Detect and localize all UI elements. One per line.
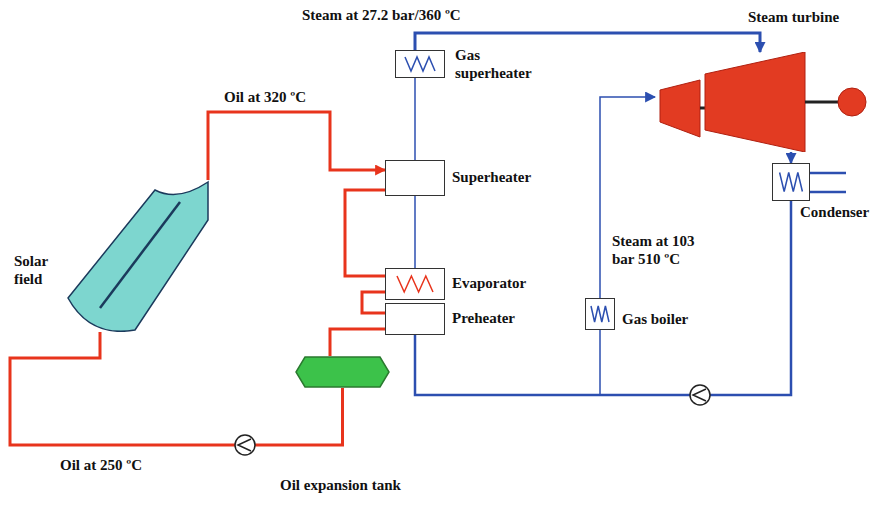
oil-pipe — [208, 112, 385, 180]
preheater: Preheater — [385, 303, 517, 335]
gas-superheater: Gas superheater — [395, 46, 557, 84]
coil — [591, 306, 609, 322]
condenser-shape — [772, 163, 810, 201]
oil-pipe — [362, 292, 385, 313]
node-label: Condenser — [800, 203, 869, 221]
coil — [397, 276, 433, 292]
superheater-shape — [385, 160, 445, 196]
steam-turbine-shape — [655, 52, 870, 152]
steam-turbine: Steam turbine — [650, 8, 870, 152]
node-label: Gas superheater — [455, 46, 555, 82]
cooling-water-pipes — [810, 173, 846, 192]
node-label: Solar field — [14, 252, 60, 288]
generator — [838, 88, 866, 116]
pipe-label: Oil at 250 ºC — [58, 456, 144, 474]
oil-pump — [235, 435, 255, 455]
parabolic-trough — [68, 182, 208, 331]
node-label: Gas boiler — [622, 310, 688, 328]
steam-turbine-drawing — [655, 52, 870, 152]
evaporator-drawing — [385, 268, 445, 300]
oil-pipe — [330, 329, 385, 356]
pipe-label: Steam at 27.2 bar/360 ºC — [300, 6, 463, 24]
pipe-label: Oil at 320 ºC — [222, 88, 308, 106]
preheater-shape — [385, 303, 445, 335]
water-steam-pipe — [790, 152, 793, 163]
gas-superheater-drawing — [395, 50, 445, 78]
solar-field: Solar field — [10, 180, 215, 332]
shaft — [700, 107, 705, 110]
evaporator-shape — [385, 268, 445, 300]
solar-field-shape — [60, 180, 215, 332]
coil — [405, 57, 435, 71]
node-label: Preheater — [452, 309, 515, 327]
oil-pipe — [345, 190, 385, 276]
water-steam-pipe — [415, 201, 791, 395]
gas-boiler-shape — [585, 298, 615, 330]
node-label: Evaporator — [452, 274, 526, 292]
oil-pipe — [10, 332, 343, 445]
node-label: Oil expansion tank — [280, 476, 401, 494]
solar-field-drawing — [60, 180, 215, 332]
coil — [779, 172, 802, 191]
node-label: Steam turbine — [748, 8, 839, 26]
superheater: Superheater — [385, 160, 533, 196]
gas-boiler: Gas boiler — [585, 298, 690, 330]
lp-turbine — [705, 52, 805, 152]
hp-turbine — [660, 80, 700, 137]
node-label: Superheater — [452, 168, 531, 186]
water-steam-pipe — [414, 78, 416, 160]
water-pump — [690, 385, 710, 405]
oil-expansion-tank-shape — [295, 356, 390, 388]
condenser: Condenser — [772, 163, 871, 223]
shaft — [805, 101, 839, 104]
condenser-drawing — [772, 163, 810, 201]
receiver-tube — [100, 202, 180, 308]
tank-shape — [296, 357, 389, 387]
pipe-label: Steam at 103 bar 510 ºC — [610, 232, 714, 268]
oil-expansion-tank: Oil expansion tank — [295, 356, 403, 496]
water-steam-pipe — [600, 201, 791, 395]
water-steam-pipe — [414, 196, 416, 268]
evaporator: Evaporator — [385, 268, 528, 300]
gas-boiler-drawing — [585, 298, 615, 330]
oil-expansion-tank-drawing — [295, 356, 390, 388]
gas-superheater-shape — [395, 50, 445, 78]
